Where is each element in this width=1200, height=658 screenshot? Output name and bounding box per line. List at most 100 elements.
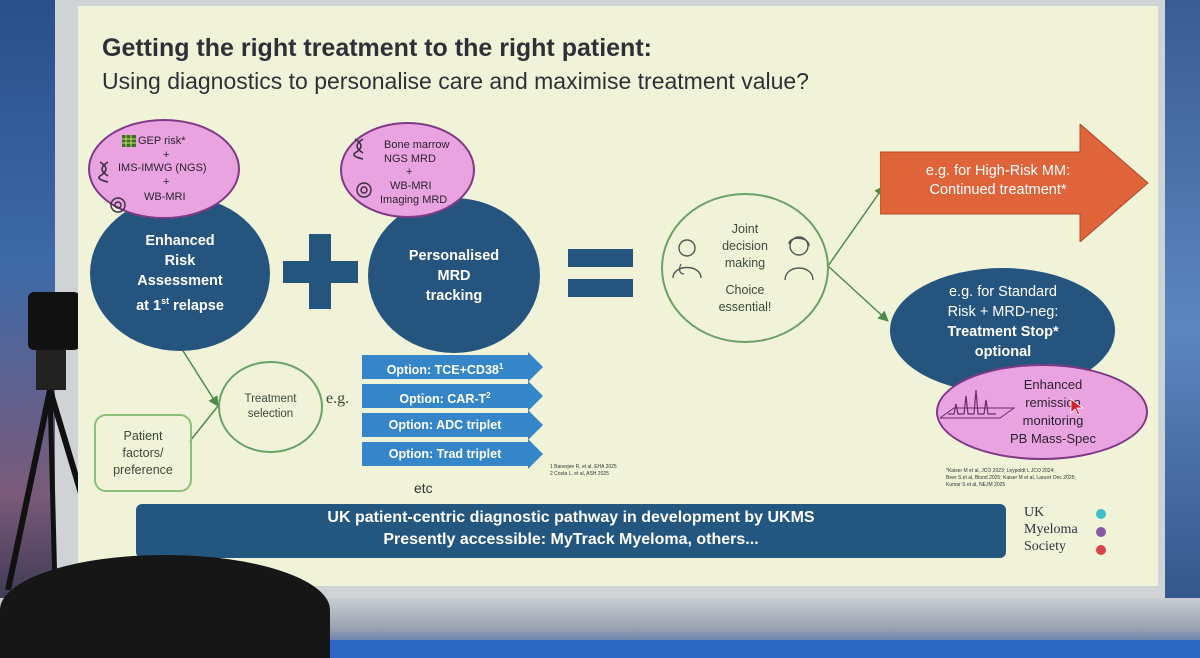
connector-lines bbox=[177, 185, 889, 442]
option-adc-label: Option: ADC triplet bbox=[362, 413, 528, 437]
standard-line-1: e.g. for Standard bbox=[948, 284, 1057, 300]
treatment-selection-line-2: selection bbox=[247, 408, 294, 420]
standard-line-3: Treatment Stop* bbox=[947, 324, 1059, 340]
risk-oval-plus-1: + bbox=[163, 149, 170, 161]
joint-line-1: Joint bbox=[731, 221, 759, 236]
option-cart-tip bbox=[528, 381, 543, 411]
scanner-icon bbox=[110, 197, 126, 213]
high-risk-line-2: Continued treatment* bbox=[929, 182, 1067, 198]
risk-circle-line-4: at 1st relapse bbox=[136, 291, 224, 316]
remission-monitoring-oval bbox=[936, 364, 1148, 460]
treatment-selection-circle: Treatment selection bbox=[218, 361, 323, 453]
joint-line-4: Choice bbox=[725, 282, 765, 297]
risk-circle-relapse: relapse bbox=[169, 297, 224, 314]
mrd-circle-line-1: Personalised bbox=[408, 247, 500, 264]
standard-line-4: optional bbox=[974, 344, 1032, 360]
cursor-icon bbox=[1070, 398, 1084, 416]
option-tce-sup: 1 bbox=[498, 362, 504, 371]
equals-sign-bottom bbox=[568, 279, 633, 297]
ukms-logo-line-3: Society bbox=[1024, 539, 1066, 554]
patient-icon bbox=[784, 236, 814, 281]
mass-spec-icon bbox=[940, 389, 1015, 419]
mrd-oval-wbmri: WB-MRI bbox=[390, 180, 432, 192]
risk-assessment-circle: Enhanced Risk Assessment at 1st relapse bbox=[90, 196, 270, 351]
joint-line-5: essential! bbox=[718, 299, 772, 314]
ukms-dot-red bbox=[1096, 545, 1106, 555]
risk-oval-gep: GEP risk* bbox=[138, 135, 186, 147]
grid-icon bbox=[122, 135, 136, 147]
standard-risk-text: e.g. for Standard Risk + MRD-neg: Treatm… bbox=[908, 282, 1098, 362]
remission-text: Enhanced remission monitoring PB Mass-Sp… bbox=[978, 376, 1128, 448]
treatment-selection-line-1: Treatment bbox=[244, 393, 297, 405]
risk-oval-plus-2: + bbox=[163, 176, 170, 188]
remission-line-3: monitoring bbox=[1022, 413, 1084, 428]
patient-factors-box: Patient factors/ preference bbox=[94, 414, 192, 492]
ref-left-1: 1 Banerjee R, et al, EHA 2025 bbox=[550, 464, 617, 470]
ref-right-3: Kumar S et al, NEJM 2025 bbox=[946, 482, 1006, 488]
mrd-oval-bone-marrow: Bone marrow bbox=[384, 139, 450, 151]
eg-label: e.g. bbox=[326, 390, 350, 407]
option-arrow-tce: Option: TCE+CD381 bbox=[362, 352, 543, 382]
mrd-circle-line-3: tracking bbox=[425, 287, 483, 304]
risk-circle-line-2: Risk bbox=[164, 253, 196, 270]
scanner-icon bbox=[356, 182, 372, 198]
option-arrow-cart: Option: CAR-T2 bbox=[362, 381, 543, 411]
audience-head-silhouette bbox=[0, 555, 330, 658]
option-cart-label: Option: CAR-T2 bbox=[362, 384, 528, 408]
option-cart-text: Option: CAR-T bbox=[399, 392, 487, 407]
option-tce-tip bbox=[528, 352, 543, 382]
mrd-oval-imaging: Imaging MRD bbox=[380, 194, 448, 206]
banner-line-2: Presently accessible: MyTrack Myeloma, o… bbox=[383, 531, 759, 548]
joint-decision-circle: Joint decision making Choice essential! bbox=[661, 193, 829, 343]
ref-left-2: 2 Costa L, et al, ASH 2025 bbox=[550, 471, 609, 477]
remission-line-4: PB Mass-Spec bbox=[1010, 431, 1096, 446]
risk-oval-wbmri: WB-MRI bbox=[144, 191, 186, 203]
mrd-oval-ngs: NGS MRD bbox=[384, 153, 436, 165]
option-arrow-trad: Option: Trad triplet bbox=[362, 439, 543, 469]
risk-factors-oval: GEP risk* + IMS-IMWG (NGS) + WB-MRI bbox=[88, 119, 240, 219]
ref-right-1: *Kaiser M et al, JCO 2023; Leypoldt L JC… bbox=[946, 468, 1055, 474]
mrd-oval-plus: + bbox=[406, 166, 413, 178]
option-tce-text: Option: TCE+CD38 bbox=[386, 363, 499, 378]
standard-line-2: Risk + MRD-neg: bbox=[947, 304, 1059, 320]
option-tce-label: Option: TCE+CD381 bbox=[362, 355, 528, 379]
option-adc-tip bbox=[528, 410, 543, 440]
mrd-circle-line-2: MRD bbox=[437, 267, 471, 284]
remission-line-1: Enhanced bbox=[1023, 377, 1083, 392]
mrd-diagnostics-oval: Bone marrow NGS MRD + WB-MRI Imaging MRD bbox=[340, 122, 475, 218]
slide-subtitle: Using diagnostics to personalise care an… bbox=[102, 68, 809, 94]
option-trad-label: Option: Trad triplet bbox=[362, 442, 528, 466]
etc-label: etc bbox=[414, 480, 433, 496]
risk-circle-sup: st bbox=[161, 296, 170, 307]
mrd-tracking-circle: Personalised MRD tracking bbox=[368, 198, 540, 353]
pathway-banner: UK patient-centric diagnostic pathway in… bbox=[136, 504, 1006, 558]
slide-title: Getting the right treatment to the right… bbox=[102, 34, 652, 62]
joint-line-3: making bbox=[724, 255, 766, 270]
ukms-logo: UK Myeloma Society bbox=[1024, 504, 1078, 555]
dna-icon bbox=[98, 161, 109, 183]
ukms-logo-line-1: UK bbox=[1024, 505, 1045, 520]
ukms-dot-teal bbox=[1096, 509, 1106, 519]
dna-icon bbox=[353, 138, 364, 160]
option-cart-sup: 2 bbox=[486, 391, 491, 400]
risk-circle-line-3: Assessment bbox=[137, 273, 223, 290]
option-trad-tip bbox=[528, 439, 543, 469]
references-right: *Kaiser M et al, JCO 2023; Leypoldt L JC… bbox=[946, 468, 1076, 489]
patient-factors-line-2: factors/ bbox=[122, 445, 164, 460]
high-risk-arrow bbox=[880, 124, 1149, 242]
remission-line-2: remission bbox=[1025, 395, 1081, 410]
option-arrow-adc: Option: ADC triplet bbox=[362, 410, 543, 440]
banner-line-1: UK patient-centric diagnostic pathway in… bbox=[327, 509, 815, 526]
joint-line-2: decision bbox=[722, 238, 768, 253]
risk-circle-line-1: Enhanced bbox=[145, 233, 215, 250]
high-risk-text: e.g. for High-Risk MM: Continued treatme… bbox=[898, 162, 1098, 200]
ukms-dot-purple bbox=[1096, 527, 1106, 537]
patient-factors-line-1: Patient bbox=[123, 428, 163, 443]
high-risk-line-1: e.g. for High-Risk MM: bbox=[925, 163, 1071, 179]
ref-right-2: Beer S et al, Blood 2025; Kaiser M et al… bbox=[946, 475, 1076, 481]
equals-sign-top bbox=[568, 249, 633, 267]
plus-sign-vertical bbox=[309, 234, 331, 309]
risk-circle-at: at 1 bbox=[136, 297, 162, 314]
doctor-icon bbox=[672, 239, 702, 279]
patient-factors-line-3: preference bbox=[113, 462, 173, 477]
